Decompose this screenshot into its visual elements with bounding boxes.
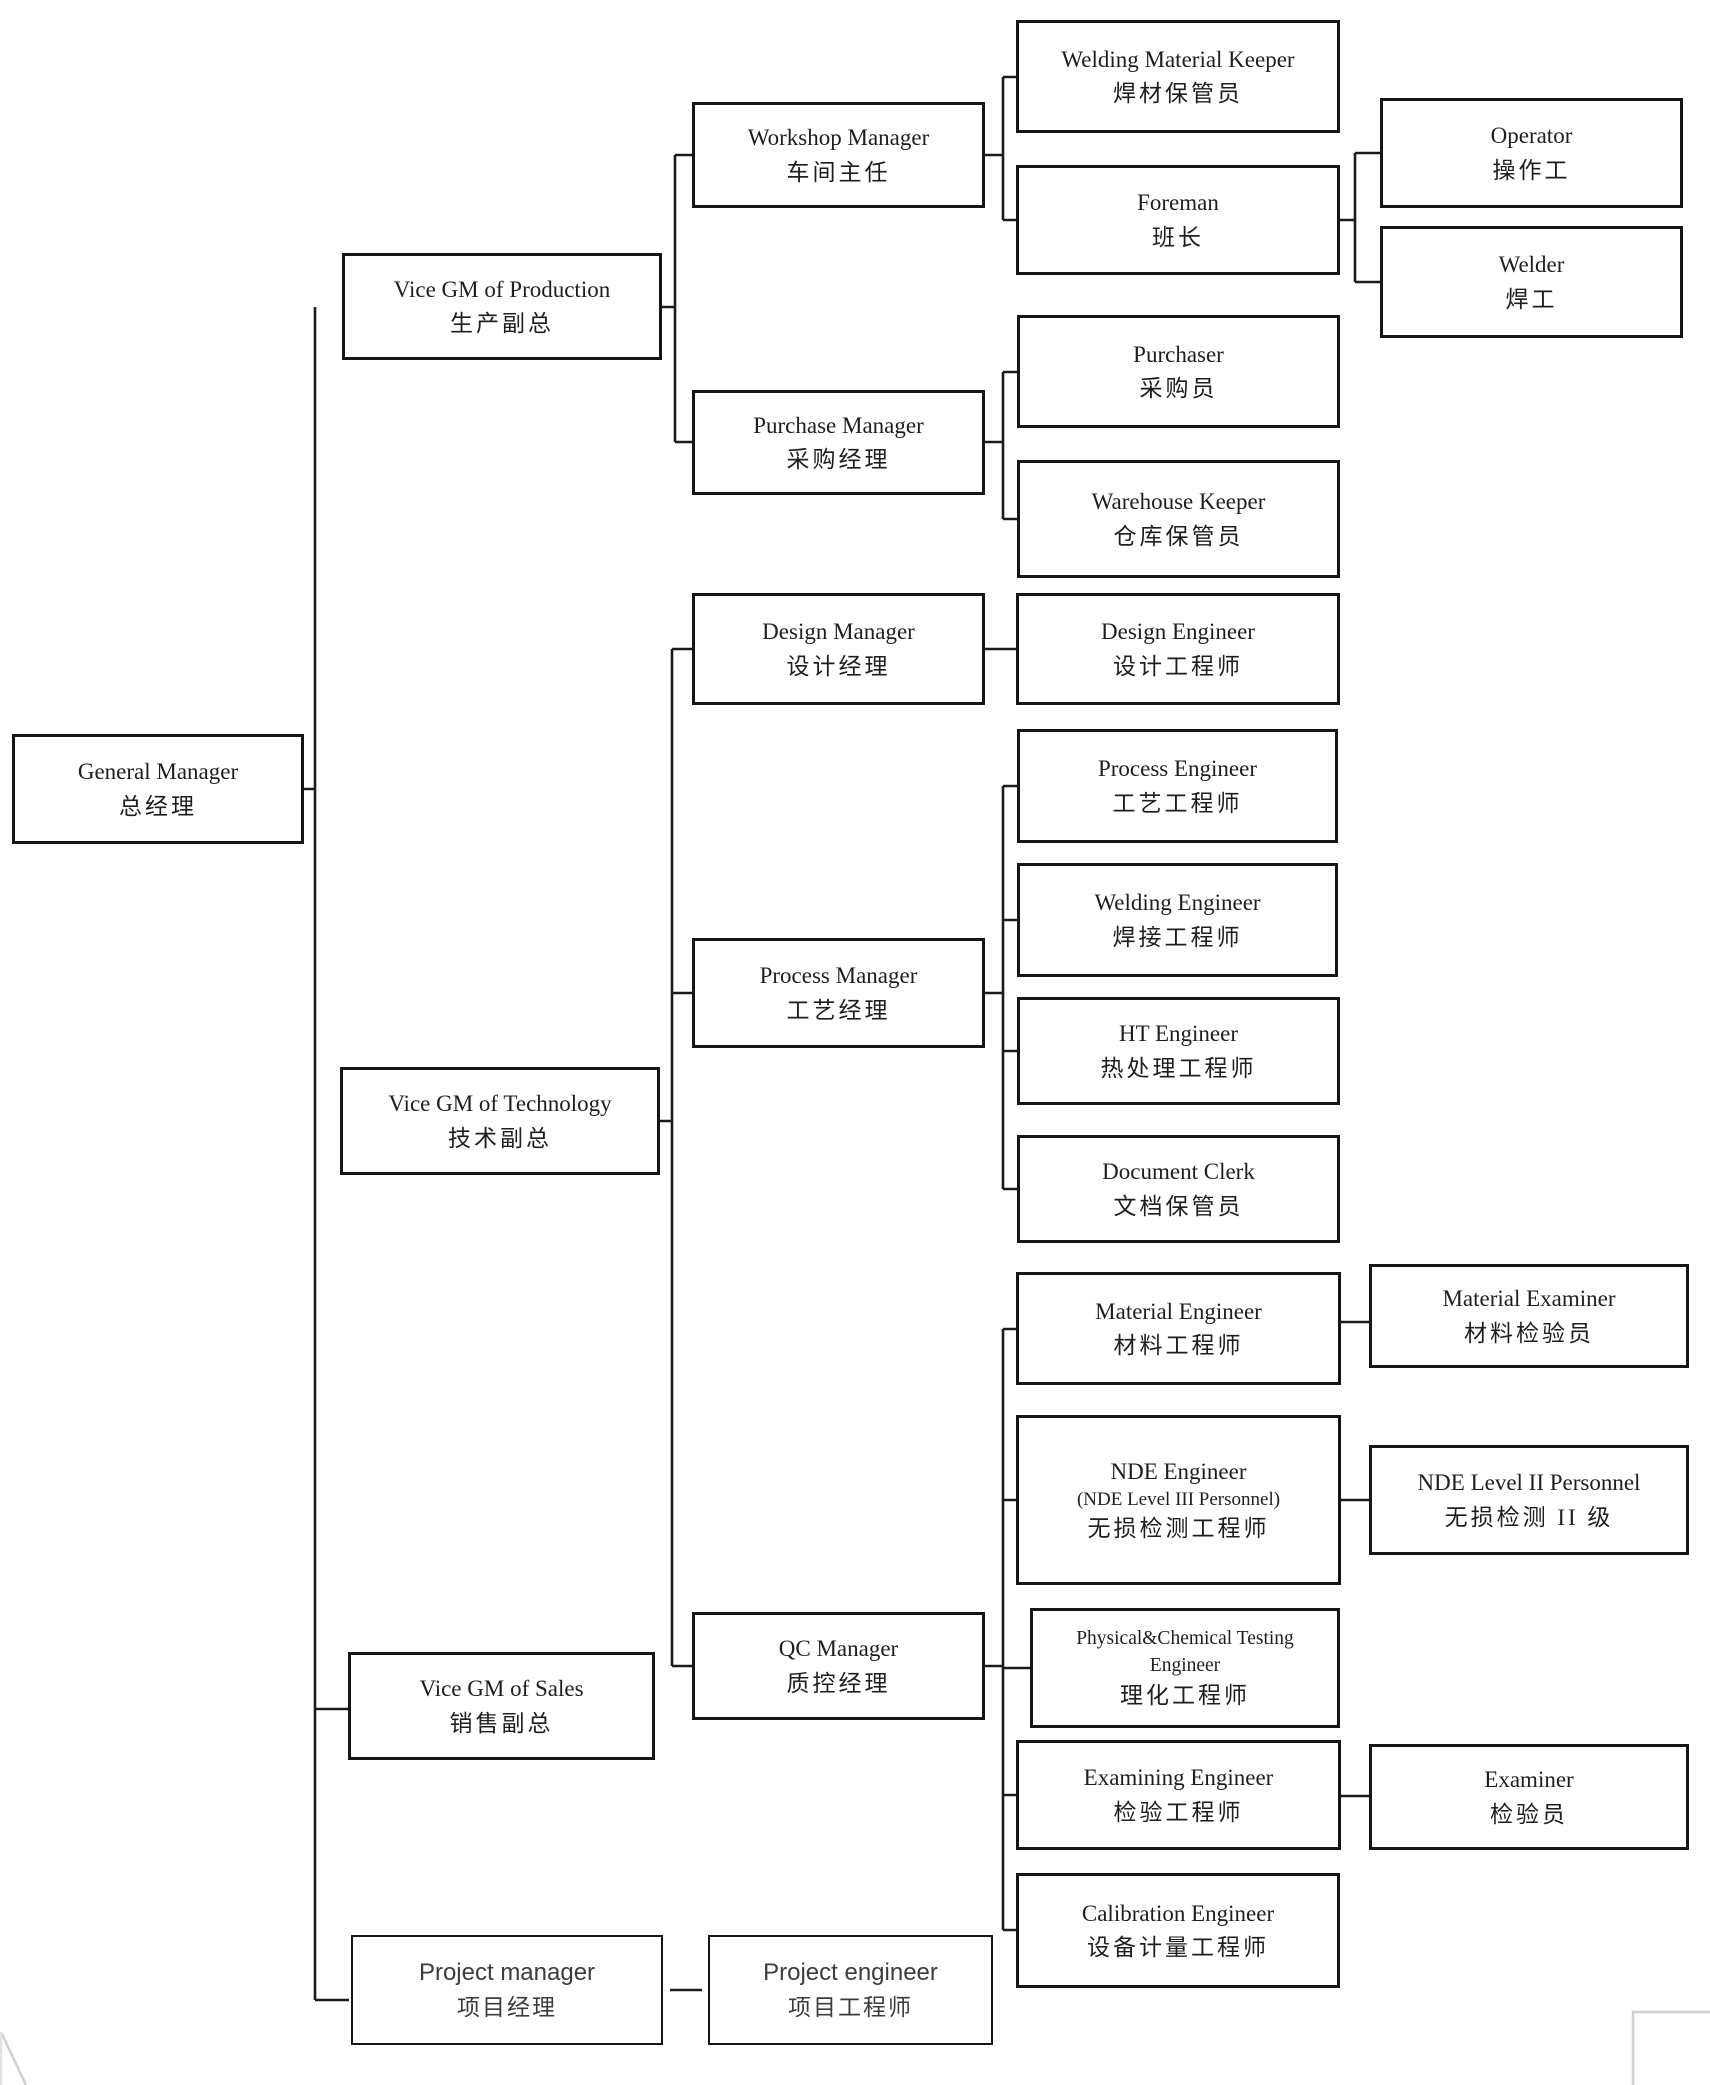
node-label-zh: 技术副总 <box>448 1125 552 1151</box>
node-label-zh: 采购员 <box>1139 376 1218 401</box>
node-label-zh: 检验工程师 <box>1113 1799 1244 1825</box>
node-nde-engineer: NDE Engineer (NDE Level III Personnel) 无… <box>1016 1415 1341 1585</box>
node-label-zh: 项目工程师 <box>788 1994 913 2021</box>
node-label-zh: 车间主任 <box>786 159 891 185</box>
node-label-zh: 总经理 <box>119 793 197 819</box>
node-design-manager: Design Manager 设计经理 <box>692 593 985 705</box>
node-label-en: Welder <box>1498 252 1565 278</box>
node-label-en: Project engineer <box>763 1958 938 1986</box>
node-label-en: Foreman <box>1137 190 1219 216</box>
node-physical-chemical-testing-engineer: Physical&Chemical Testing Engineer 理化工程师 <box>1030 1608 1340 1728</box>
node-label-en: Workshop Manager <box>747 125 930 151</box>
node-examiner: Examiner 检验员 <box>1369 1744 1689 1850</box>
node-label-zh: 质控经理 <box>786 1670 891 1696</box>
node-label-zh: 项目经理 <box>457 1994 557 2021</box>
node-label-zh: 焊材保管员 <box>1113 81 1243 106</box>
node-process-engineer: Process Engineer 工艺工程师 <box>1017 729 1338 843</box>
node-label-en: Design Engineer <box>1101 619 1255 645</box>
node-material-engineer: Material Engineer 材料工程师 <box>1016 1272 1341 1385</box>
node-design-engineer: Design Engineer 设计工程师 <box>1016 593 1340 705</box>
node-document-clerk: Document Clerk 文档保管员 <box>1017 1135 1340 1243</box>
node-label-en: Warehouse Keeper <box>1091 489 1266 515</box>
node-process-manager: Process Manager 工艺经理 <box>692 938 985 1048</box>
node-label-zh: 材料工程师 <box>1113 1333 1244 1358</box>
node-label-en: Vice GM of Production <box>393 276 611 302</box>
page-curl-artifact <box>0 2010 1710 2085</box>
node-label-en: Physical&Chemical Testing <box>1076 1627 1294 1649</box>
node-label-zh: 班长 <box>1152 224 1204 250</box>
node-label-en: Examining Engineer <box>1083 1765 1274 1791</box>
node-label-en: Design Manager <box>762 619 915 645</box>
node-purchase-manager: Purchase Manager 采购经理 <box>692 390 985 495</box>
node-label-en: NDE Engineer <box>1110 1458 1247 1484</box>
node-ht-engineer: HT Engineer 热处理工程师 <box>1017 997 1340 1105</box>
node-general-manager: General Manager 总经理 <box>12 734 304 844</box>
node-label-en2: (NDE Level III Personnel) <box>1076 1489 1281 1511</box>
node-label-zh: 采购经理 <box>786 447 891 472</box>
node-label-zh: 材料检验员 <box>1464 1320 1594 1346</box>
node-warehouse-keeper: Warehouse Keeper 仓库保管员 <box>1017 460 1340 578</box>
node-label-en: Project manager <box>418 1958 596 1986</box>
node-label-en: Vice GM of Sales <box>419 1676 584 1702</box>
node-welding-material-keeper: Welding Material Keeper 焊材保管员 <box>1016 20 1340 133</box>
node-vice-gm-production: Vice GM of Production 生产副总 <box>342 253 662 360</box>
node-label-en: Purchaser <box>1133 341 1224 367</box>
node-label-en: Vice GM of Technology <box>388 1091 612 1117</box>
node-welding-engineer: Welding Engineer 焊接工程师 <box>1017 863 1338 977</box>
node-label-en: Welding Material Keeper <box>1061 46 1295 72</box>
node-label-en: HT Engineer <box>1118 1021 1238 1047</box>
node-vice-gm-sales: Vice GM of Sales 销售副总 <box>348 1652 655 1760</box>
node-label-en: Purchase Manager <box>753 412 924 438</box>
node-label-zh: 理化工程师 <box>1120 1682 1250 1708</box>
node-label-en: Calibration Engineer <box>1081 1900 1275 1926</box>
node-welder: Welder 焊工 <box>1380 226 1683 338</box>
node-label-zh: 检验员 <box>1490 1801 1568 1827</box>
node-label-en: Examiner <box>1484 1767 1574 1793</box>
node-label-en: Process Engineer <box>1097 756 1258 782</box>
node-label-zh: 无损检测工程师 <box>1087 1515 1270 1541</box>
node-project-manager: Project manager 项目经理 <box>351 1935 663 2045</box>
node-label-zh: 仓库保管员 <box>1113 523 1244 549</box>
node-calibration-engineer: Calibration Engineer 设备计量工程师 <box>1016 1873 1340 1988</box>
node-label-en: NDE Level II Personnel <box>1417 1470 1641 1496</box>
node-workshop-manager: Workshop Manager 车间主任 <box>692 102 985 208</box>
node-label-en: Material Engineer <box>1095 1298 1262 1324</box>
node-label-zh: 操作工 <box>1492 157 1571 183</box>
node-label-zh: 文档保管员 <box>1113 1193 1244 1219</box>
node-label-zh: 焊工 <box>1505 286 1558 312</box>
node-project-engineer: Project engineer 项目工程师 <box>708 1935 993 2045</box>
node-purchaser: Purchaser 采购员 <box>1017 315 1340 428</box>
node-foreman: Foreman 班长 <box>1016 165 1340 275</box>
node-label-en: QC Manager <box>778 1636 899 1662</box>
node-vice-gm-technology: Vice GM of Technology 技术副总 <box>340 1067 660 1175</box>
node-label-en: Operator <box>1490 123 1573 149</box>
node-label-en2: Engineer <box>1149 1655 1221 1677</box>
node-material-examiner: Material Examiner 材料检验员 <box>1369 1264 1689 1368</box>
node-label-zh: 无损检测 II 级 <box>1444 1504 1614 1530</box>
node-qc-manager: QC Manager 质控经理 <box>692 1612 985 1720</box>
node-label-en: Material Examiner <box>1442 1286 1616 1312</box>
node-label-zh: 设计工程师 <box>1113 653 1243 679</box>
node-label-zh: 工艺经理 <box>786 997 891 1023</box>
node-label-zh: 焊接工程师 <box>1112 924 1243 950</box>
node-examining-engineer: Examining Engineer 检验工程师 <box>1016 1740 1341 1850</box>
node-label-zh: 生产副总 <box>450 311 554 336</box>
node-label-zh: 设计经理 <box>786 653 891 679</box>
node-label-zh: 工艺工程师 <box>1112 790 1243 816</box>
node-label-en: General Manager <box>77 759 239 785</box>
node-label-zh: 热处理工程师 <box>1100 1055 1257 1081</box>
node-operator: Operator 操作工 <box>1380 98 1683 208</box>
node-nde-level-ii-personnel: NDE Level II Personnel 无损检测 II 级 <box>1369 1445 1689 1555</box>
node-label-en: Process Manager <box>759 963 918 989</box>
node-label-zh: 销售副总 <box>449 1710 554 1736</box>
node-label-en: Document Clerk <box>1102 1159 1255 1185</box>
node-label-en: Welding Engineer <box>1094 890 1261 916</box>
node-label-zh: 设备计量工程师 <box>1087 1935 1269 1960</box>
